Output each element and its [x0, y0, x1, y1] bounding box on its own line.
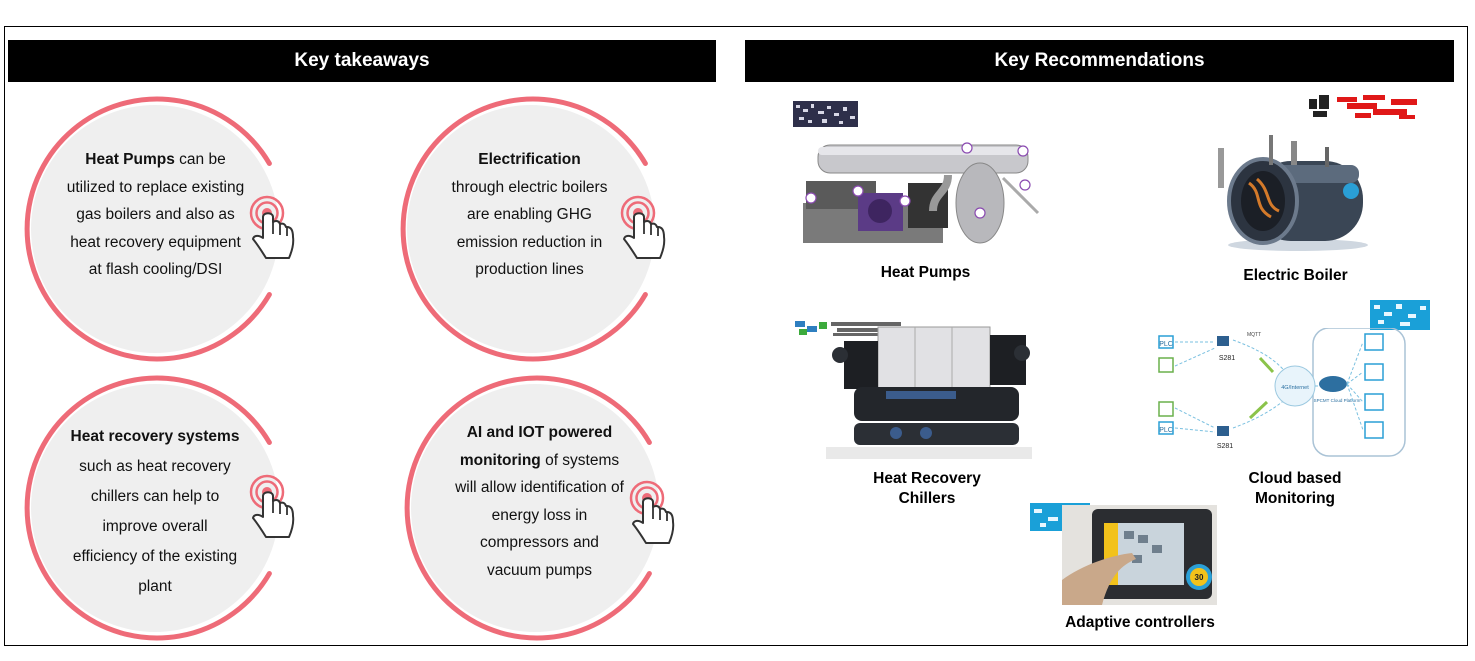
caption-heat-pumps: Heat Pumps: [880, 264, 971, 281]
gateway-label-top: S281: [1219, 355, 1235, 362]
cloud-platform-label: SPCMT Cloud Platform: [1314, 398, 1361, 403]
takeaway-ring: [24, 96, 272, 362]
takeaway-circle: [407, 105, 655, 353]
caption-electric-boiler: Electric Boiler: [1243, 267, 1348, 284]
takeaway-text: Heat recovery systems such as heat recov…: [70, 428, 240, 595]
takeaway-ring: [24, 375, 272, 641]
recommendations-title: Key Recommendations: [994, 50, 1205, 71]
takeaways-title: Key takeaways: [294, 50, 430, 71]
caption-adaptive-controllers: Adaptive controllers: [1065, 614, 1215, 631]
heat-recovery-chiller-image: [826, 326, 1032, 459]
slide-frame: [4, 26, 1468, 646]
logo-watermark: [793, 101, 858, 127]
takeaway-circle: [411, 384, 659, 632]
recommendations-header: Key Recommendations: [745, 40, 1454, 82]
takeaway-circle: [31, 384, 279, 632]
takeaways-header: Key takeaways: [8, 40, 716, 82]
takeaway-text: Heat Pumps can be utilized to replace ex…: [66, 151, 245, 278]
pointing-hand-icon: [629, 480, 675, 544]
logo-watermark: [1309, 95, 1417, 119]
electric-boiler-image: [1218, 135, 1368, 251]
takeaway-ring: [404, 375, 652, 641]
pointing-hand-icon: [620, 195, 666, 259]
takeaway-text: AI and IOT powered monitoring of systems…: [455, 424, 624, 579]
caption-heat-recovery-chillers: Heat Recovery Chillers: [873, 470, 981, 507]
pointing-hand-icon: [249, 474, 295, 538]
adaptive-controller-image: 30: [1062, 505, 1217, 605]
takeaway-ring: [400, 96, 648, 362]
cloud-monitoring-diagram: PLC PLC S281 S281 MQTT 4G/Internet SPCMT…: [1158, 328, 1406, 457]
badge-label: 30: [1195, 573, 1204, 582]
heat-pump-image: [803, 142, 1040, 244]
gateway-label-bottom: S281: [1217, 443, 1233, 450]
internet-label: 4G/Internet: [1281, 385, 1309, 391]
caption-cloud-monitoring: Cloud based Monitoring: [1248, 470, 1342, 507]
plc-label-top: PLC: [1159, 341, 1173, 348]
mqtt-label: MQTT: [1247, 332, 1261, 338]
logo-watermark: [1370, 300, 1430, 330]
logo-watermark: [795, 321, 901, 336]
takeaway-text: Electrification through electric boilers…: [451, 151, 608, 278]
takeaway-circle: [31, 105, 279, 353]
pointing-hand-icon: [249, 195, 295, 259]
plc-label-bottom: PLC: [1159, 427, 1173, 434]
